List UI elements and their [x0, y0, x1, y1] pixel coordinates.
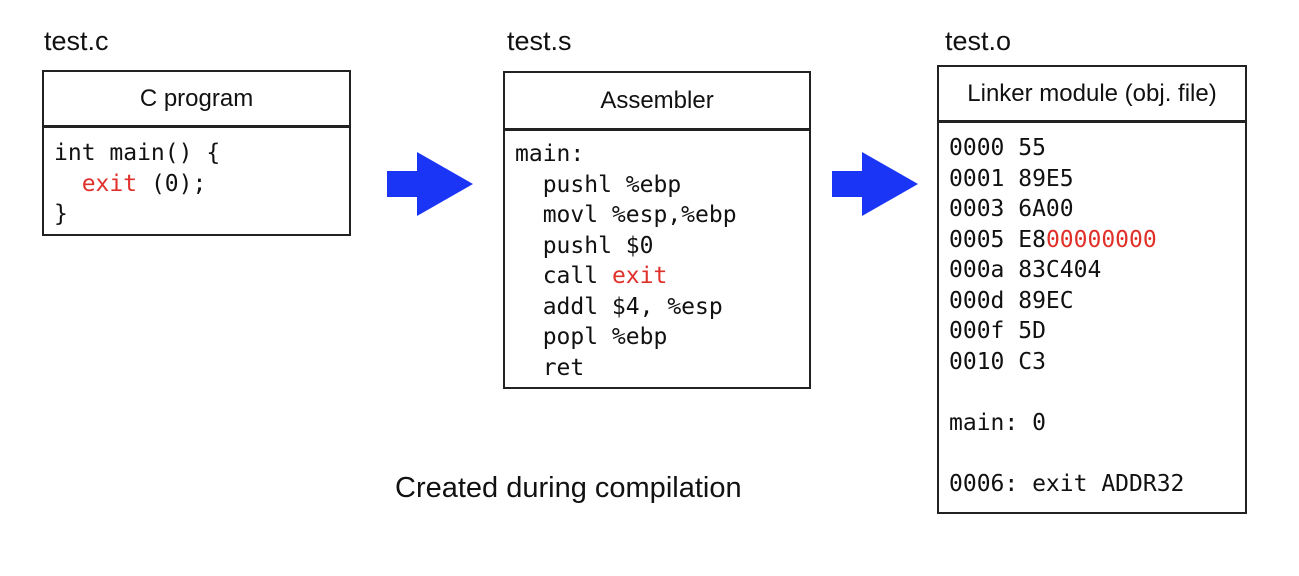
- code-text: pushl $0: [515, 232, 654, 259]
- code-text: 0003 6A00: [949, 196, 1074, 222]
- code-line: 000f 5D: [949, 316, 1245, 347]
- code-line: 000d 89EC: [949, 286, 1245, 317]
- code-text: (0);: [137, 170, 207, 197]
- code-text: 0006: exit ADDR32: [949, 470, 1185, 497]
- caption: Created during compilation: [395, 472, 742, 504]
- highlighted-code-text: exit: [611, 263, 668, 289]
- code-line: [949, 438, 1245, 469]
- code-line: 0010 C3: [949, 347, 1245, 378]
- code-line: call exit: [515, 261, 809, 292]
- arrow-shape: [832, 152, 918, 216]
- highlighted-code-text: 00000000: [1045, 226, 1157, 253]
- code-line: 0001 89E5: [949, 164, 1245, 195]
- code-text: call: [515, 263, 612, 289]
- assembler-header: Assembler: [505, 73, 809, 131]
- highlighted-code-text: exit: [81, 170, 138, 197]
- code-text: 0000 55: [949, 135, 1046, 161]
- code-text: int main() {: [54, 140, 221, 166]
- code-line: main:: [515, 139, 809, 170]
- code-line: int main() {: [54, 138, 349, 169]
- code-line: pushl %ebp: [515, 170, 809, 201]
- c-program-code: int main() { exit (0);}: [44, 128, 349, 230]
- linker-module-box: Linker module (obj. file) 0000 55 0001 89…: [937, 65, 1247, 514]
- code-line: movl %esp,%ebp: [515, 200, 809, 231]
- code-text: 000d 89EC: [949, 287, 1074, 314]
- code-line: 0003 6A00: [949, 194, 1245, 225]
- arrow-right-icon: [832, 152, 918, 216]
- code-text: 000f 5D: [949, 318, 1046, 344]
- code-text: [949, 440, 963, 466]
- code-text: pushl %ebp: [515, 171, 682, 198]
- code-text: }: [54, 201, 68, 227]
- code-line: [949, 377, 1245, 408]
- code-text: popl %ebp: [515, 324, 668, 350]
- code-text: 0010 C3: [949, 348, 1046, 375]
- code-text: 000a 83C404: [949, 257, 1102, 283]
- code-text: movl %esp,%ebp: [515, 202, 737, 228]
- assembler-box: Assembler main: pushl %ebp movl %esp,%eb…: [503, 71, 811, 389]
- file-label-test-o: test.o: [945, 26, 1012, 56]
- file-label-test-s: test.s: [507, 26, 572, 56]
- code-line: }: [54, 199, 349, 230]
- code-line: 0000 55: [949, 133, 1245, 164]
- linker-module-code: 0000 55 0001 89E5 0003 6A00 0005 E800000000…: [939, 123, 1245, 499]
- assembler-code: main: pushl %ebp movl %esp,%ebp pushl $0…: [505, 131, 809, 383]
- code-line: pushl $0: [515, 231, 809, 262]
- code-text: main:: [515, 141, 585, 167]
- code-text: addl $4, %esp: [515, 293, 723, 320]
- code-line: 0006: exit ADDR32: [949, 469, 1245, 500]
- arrow-right-icon: [387, 152, 473, 216]
- code-text: [949, 379, 963, 405]
- code-text: [54, 171, 82, 197]
- code-text: main: 0: [949, 409, 1046, 436]
- arrow-shape: [387, 152, 473, 216]
- code-line: 000a 83C404: [949, 255, 1245, 286]
- code-text: 0005 E8: [949, 226, 1046, 253]
- code-line: popl %ebp: [515, 322, 809, 353]
- code-text: 0001 89E5: [949, 165, 1074, 192]
- code-line: exit (0);: [54, 169, 349, 200]
- linker-module-header: Linker module (obj. file): [939, 67, 1245, 123]
- code-line: ret: [515, 353, 809, 384]
- code-line: main: 0: [949, 408, 1245, 439]
- c-program-header: C program: [44, 72, 349, 128]
- c-program-box: C program int main() { exit (0);}: [42, 70, 351, 236]
- code-line: addl $4, %esp: [515, 292, 809, 323]
- code-text: ret: [515, 354, 585, 381]
- code-line: 0005 E800000000: [949, 225, 1245, 256]
- file-label-test-c: test.c: [44, 26, 109, 56]
